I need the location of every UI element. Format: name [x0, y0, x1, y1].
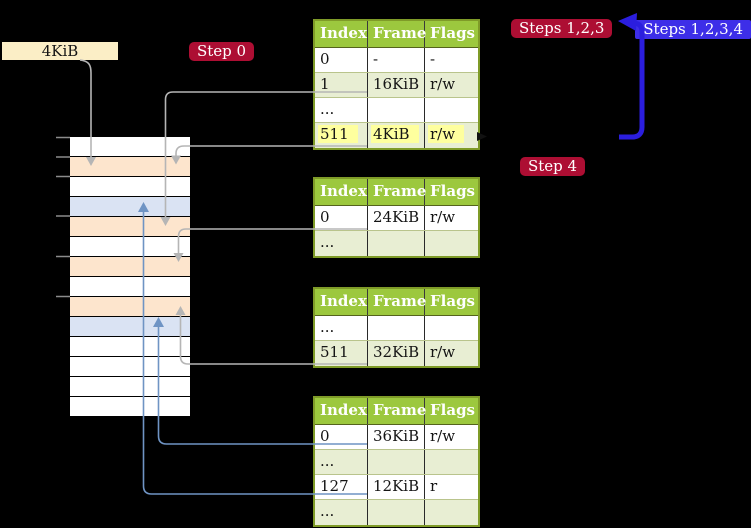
table-cell: ...: [315, 231, 368, 256]
table-row: ...: [315, 316, 478, 341]
table-row: 1 16KiB r/w: [315, 73, 478, 98]
column-header-index: Index: [315, 398, 368, 424]
table-header-row: Index Frame Flags: [315, 179, 478, 206]
table-cell: 32KiB: [368, 341, 425, 366]
table-cell: r/w: [430, 75, 456, 93]
table-row-highlighted: 511 4KiB r/w: [315, 123, 478, 148]
table-row: 127 12KiB r: [315, 475, 478, 500]
page-table-1: Index Frame Flags 0 - - 1 16KiB r/w ... …: [313, 19, 480, 150]
table-cell: [425, 231, 478, 256]
table-cell: ...: [315, 450, 368, 474]
table-row: ...: [315, 450, 478, 475]
table-cell: 0: [315, 425, 368, 449]
memory-row: [70, 197, 190, 217]
column-header-index: Index: [315, 179, 368, 205]
column-header-flags: Flags: [430, 292, 475, 310]
table-header-row: Index Frame Flags: [315, 21, 478, 48]
table-cell: r/w: [425, 123, 478, 148]
table-row: 0 36KiB r/w: [315, 425, 478, 450]
column-header-flags: Flags: [430, 401, 475, 419]
physical-memory-stack: [70, 137, 190, 417]
memory-row: [70, 357, 190, 377]
memory-row: [70, 337, 190, 357]
table-header-row: Index Frame Flags: [315, 398, 478, 425]
table-cell: 0: [315, 48, 368, 72]
table-cell: [368, 98, 425, 122]
step0-badge: Step 0: [189, 42, 255, 61]
table-cell: 1: [315, 73, 368, 97]
table-cell: [425, 500, 478, 525]
table-cell: r/w: [430, 427, 456, 445]
page-table-2: Index Frame Flags 0 24KiB r/w ...: [313, 177, 480, 258]
memory-row: [70, 377, 190, 397]
table-cell: 127: [315, 475, 368, 499]
table-cell: 0: [315, 206, 368, 230]
memory-row: [70, 257, 190, 277]
memory-row: [70, 317, 190, 337]
steps123-badge: Steps 1,2,3: [511, 19, 613, 38]
memory-row: [70, 397, 190, 417]
column-header-frame: Frame: [368, 289, 426, 315]
table-header-row: Index Frame Flags: [315, 289, 478, 316]
table-cell: -: [430, 50, 436, 68]
column-header-frame: Frame: [368, 179, 426, 205]
table-cell: 12KiB: [368, 475, 425, 499]
memory-row: [70, 297, 190, 317]
highlighted-value: r/w: [428, 125, 465, 143]
column-header-index: Index: [315, 289, 368, 315]
memory-row: [70, 137, 190, 157]
table-cell: 511: [315, 123, 368, 148]
column-header-frame: Frame: [368, 398, 426, 424]
table-row: 511 32KiB r/w: [315, 341, 478, 366]
table-cell: [368, 231, 425, 256]
table-row: ...: [315, 98, 478, 123]
column-header-flags: Flags: [430, 24, 475, 42]
step4-badge: Step 4: [520, 157, 586, 176]
table-row: ...: [315, 231, 478, 256]
table-row: ...: [315, 500, 478, 525]
column-header-flags: Flags: [430, 182, 475, 200]
table-cell: [368, 450, 425, 474]
table-cell: ...: [315, 500, 368, 525]
memory-row: [70, 277, 190, 297]
table-cell: [368, 500, 425, 525]
steps-loop-arrow: [619, 20, 645, 140]
highlighted-value: 511: [318, 125, 358, 143]
table-cell: -: [368, 48, 425, 72]
table-row: 0 - -: [315, 48, 478, 73]
table-cell: r: [430, 477, 438, 495]
table-cell: ...: [315, 98, 368, 122]
table-cell: [425, 98, 478, 122]
table-row: 0 24KiB r/w: [315, 206, 478, 231]
column-header-frame: Frame: [368, 21, 426, 47]
table-cell: ...: [315, 316, 368, 340]
memory-row: [70, 157, 190, 177]
table-cell: 16KiB: [368, 73, 425, 97]
memory-row: [70, 217, 190, 237]
memory-row: [70, 177, 190, 197]
table-cell: 511: [315, 341, 368, 366]
arrow-left-icon: [618, 13, 637, 31]
page-table-3: Index Frame Flags ... 511 32KiB r/w: [313, 287, 480, 368]
highlighted-value: 4KiB: [371, 125, 419, 143]
page-size-label: 4KiB: [2, 42, 118, 60]
column-header-index: Index: [315, 21, 368, 47]
table-cell: [425, 316, 478, 340]
table-cell: 24KiB: [368, 206, 425, 230]
table-cell: r/w: [430, 343, 456, 361]
table-cell: [368, 316, 425, 340]
page-table-4: Index Frame Flags 0 36KiB r/w ... 127 12…: [313, 396, 480, 527]
table-cell: 4KiB: [368, 123, 425, 148]
table-cell: [425, 450, 478, 474]
memory-row: [70, 237, 190, 257]
steps1234-badge: Steps 1,2,3,4: [635, 20, 751, 39]
table-cell: r/w: [430, 208, 456, 226]
table-cell: 36KiB: [368, 425, 425, 449]
